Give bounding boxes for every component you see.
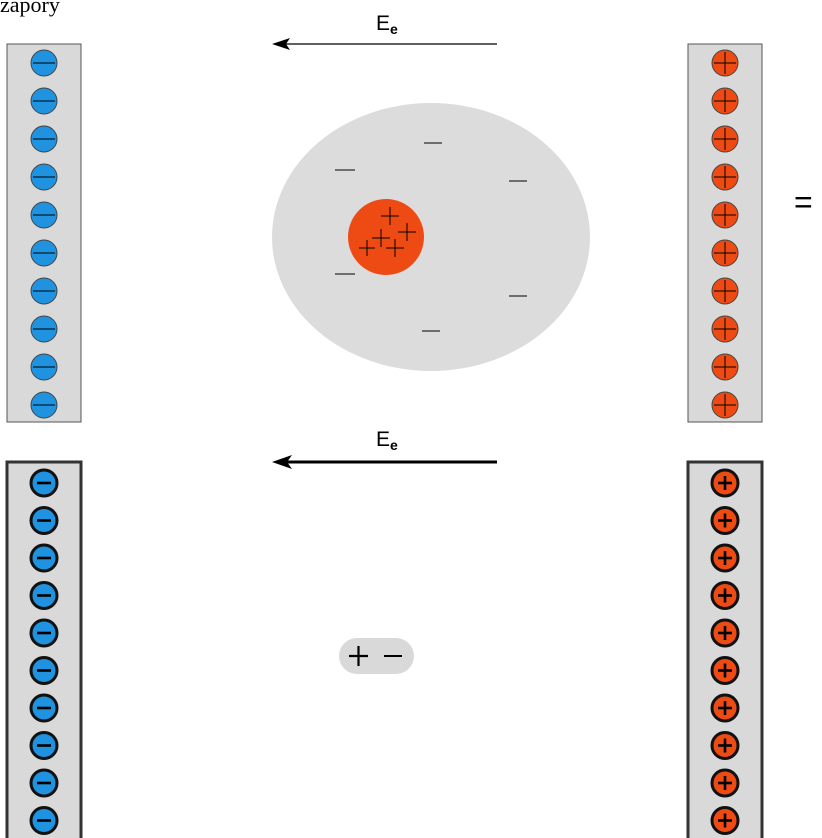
positive-charge [710,768,740,798]
field-arrow-top [272,38,497,50]
positive-charge [710,468,740,498]
negative-charge [30,391,58,419]
plate-charges [29,49,740,835]
field-label-top: Ee [376,12,398,37]
dipole [339,638,414,674]
positive-charge [711,239,739,267]
positive-charge [710,731,740,760]
field-label-bottom: Ee [376,428,398,453]
negative-charge [30,277,58,305]
negative-charge [29,468,59,498]
negative-charge [30,353,58,381]
negative-charge [29,656,59,685]
positive-charge [711,87,739,115]
positive-charge [710,581,740,610]
negative-charge [29,543,59,573]
positive-charge [710,506,740,535]
field-label-main: E [376,12,391,35]
positive-charge [710,693,740,723]
negative-charge [29,618,59,648]
positive-charge [710,806,740,835]
heading-fragment: zapory [0,0,60,17]
positive-charge [710,656,740,685]
field-arrow-bottom [272,455,497,469]
positive-charge [711,315,739,343]
negative-charge [30,315,58,343]
field-label-subscript: e [390,437,398,453]
negative-charge [30,49,58,77]
negative-charge [30,163,58,191]
positive-charge [711,49,739,77]
nucleus-positive-signs [359,207,416,257]
positive-charge [711,277,739,305]
positive-charge [711,163,739,191]
nucleus [348,199,424,275]
field-label-main: E [376,428,391,451]
negative-charge [30,87,58,115]
negative-charge [29,806,59,835]
negative-charge [29,693,59,723]
negative-charge [30,201,58,229]
equals-sign: = [794,184,813,220]
atom [272,103,590,371]
negative-charge [29,581,59,610]
negative-charge [30,239,58,267]
dipole-plus-sign [349,646,368,666]
positive-charge [711,391,739,419]
negative-charge [29,768,59,798]
positive-charge [711,125,739,153]
field-label-subscript: e [390,21,398,37]
negative-charge [30,125,58,153]
negative-charge [29,506,59,535]
negative-charge [29,731,59,760]
positive-charge [710,543,740,573]
positive-charge [711,201,739,229]
electron-signs [335,142,527,332]
positive-charge [710,618,740,648]
positive-charge [711,353,739,381]
